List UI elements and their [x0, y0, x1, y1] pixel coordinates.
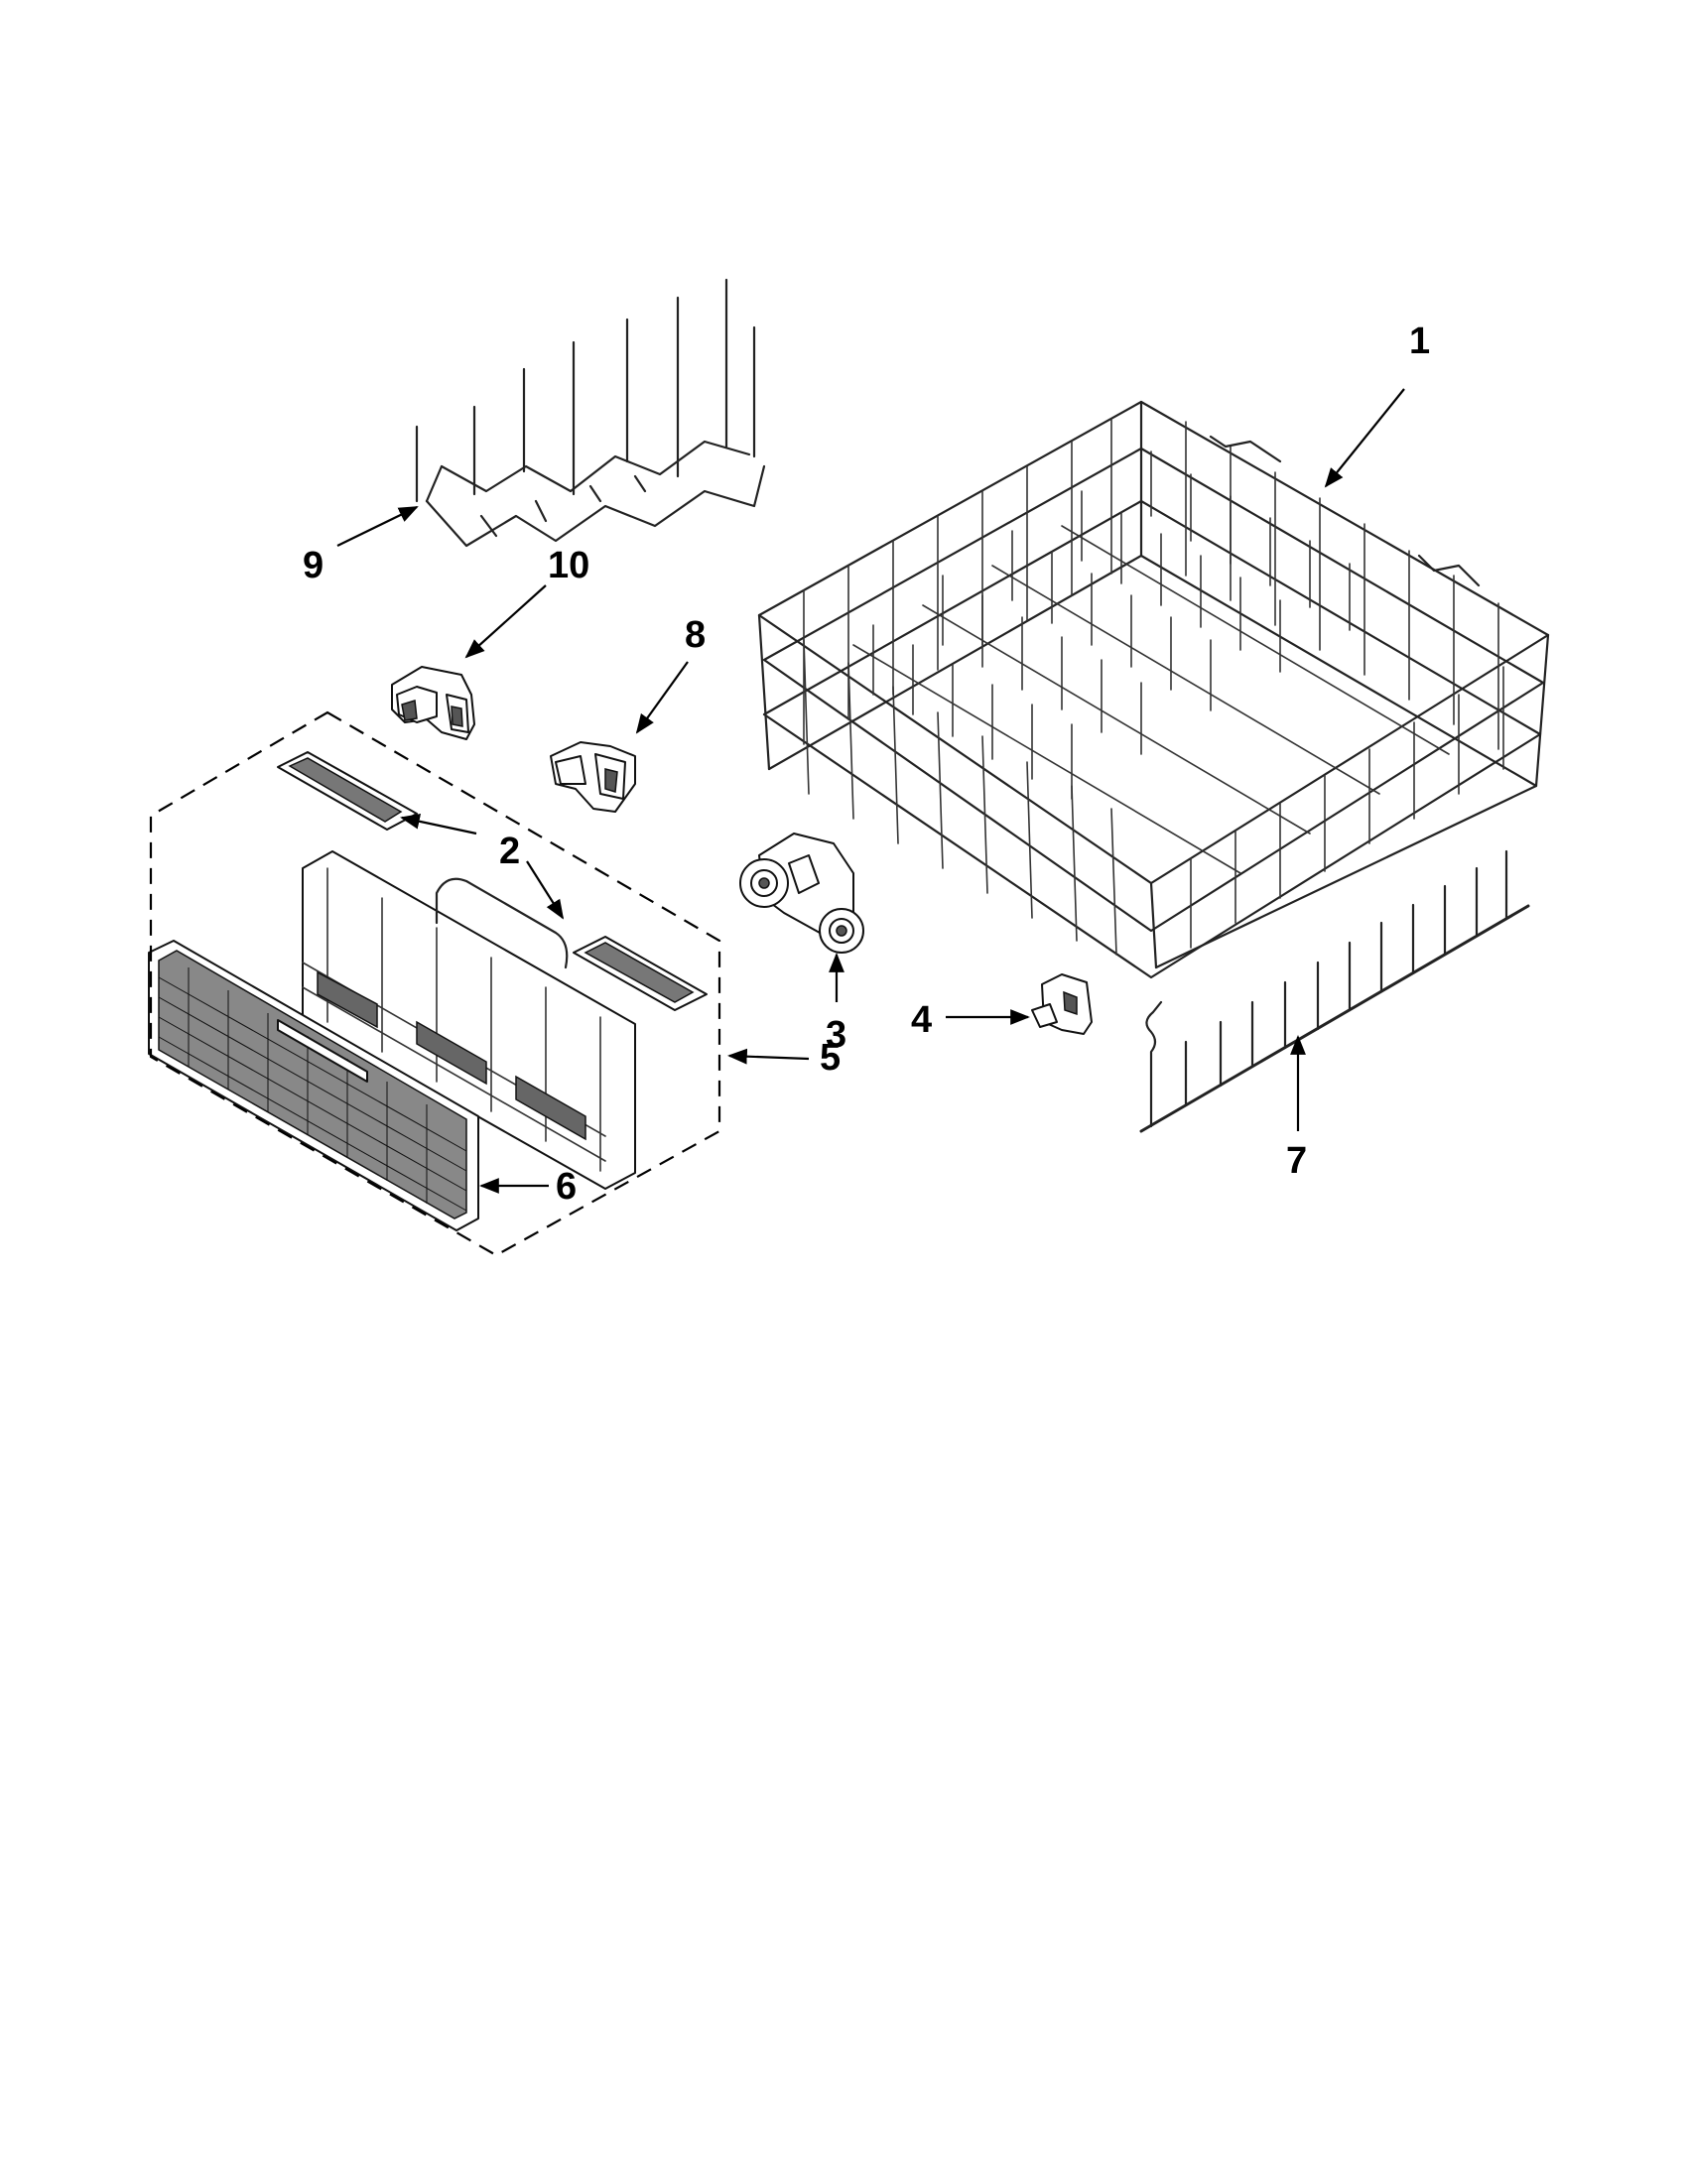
stemware-rack-part-9: [415, 278, 766, 548]
cover-grid-part-2-upper: [277, 751, 418, 831]
callout-5: 5: [820, 1037, 841, 1079]
callout-10: 10: [548, 545, 589, 586]
callout-7: 7: [1286, 1140, 1307, 1182]
callout-8: 8: [685, 614, 706, 656]
tine-row-part-7: [1139, 849, 1530, 1133]
rack-stop-part-8: [550, 741, 636, 813]
callout-labels: 1 2 3 4 5 6 7 8 9 10: [303, 321, 1430, 1208]
dish-rack-part-1: [757, 400, 1550, 979]
callout-3: 3: [826, 1014, 846, 1056]
cover-grid-part-2-lower: [573, 936, 708, 1011]
rack-clip-part-10: [391, 666, 475, 740]
callout-9: 9: [303, 545, 324, 586]
callout-4: 4: [911, 999, 932, 1041]
rack-roller-part-3: [739, 833, 864, 954]
callout-6: 6: [556, 1166, 577, 1208]
assembly-group-boundary: [149, 710, 721, 1257]
basket-cover-part-6: [148, 940, 479, 1231]
callout-2: 2: [499, 831, 520, 872]
small-clip-part-4: [1031, 973, 1093, 1035]
leader-lines: [336, 388, 1405, 1194]
callout-1: 1: [1409, 321, 1430, 362]
